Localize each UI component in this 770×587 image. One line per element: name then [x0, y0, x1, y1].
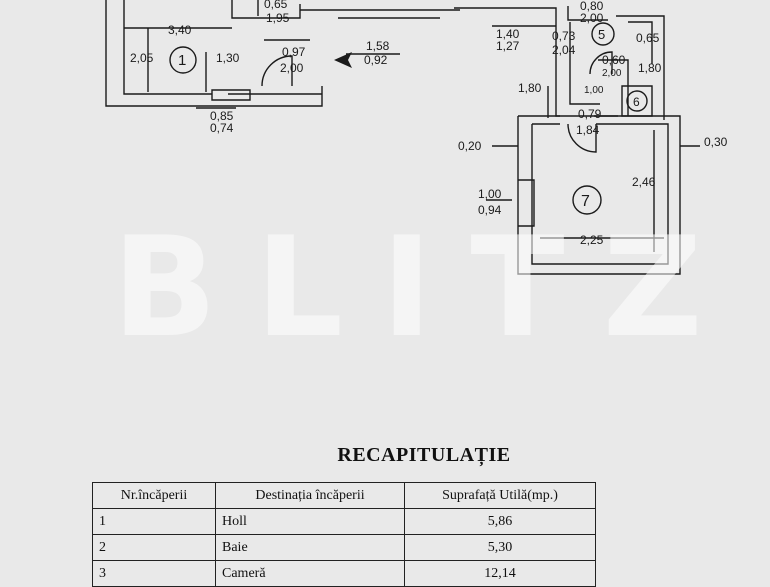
room-number-cell: 1 — [92, 508, 216, 535]
room-marker: 1 — [178, 52, 186, 69]
dimension-label: 0,60 — [602, 53, 626, 67]
dimension-label: 2,00 — [602, 68, 622, 79]
table-row: 1 Holl 5,86 — [92, 508, 596, 535]
room-marker: 5 — [598, 27, 605, 42]
wall — [628, 21, 653, 64]
dimension-label: 2,46 — [632, 175, 656, 189]
wall — [105, 0, 323, 107]
dimension-label: 1,80 — [518, 81, 542, 95]
dimension-label: 1,27 — [496, 39, 520, 53]
table-row: 3 Cameră 12,14 — [92, 560, 596, 587]
room-marker-circle — [591, 22, 615, 46]
dimension-label: 0,85 — [210, 109, 234, 123]
wall — [454, 7, 557, 20]
door-swing — [567, 123, 597, 153]
wall — [616, 15, 665, 120]
dimension-label: 0,65 — [264, 0, 288, 11]
room-marker-circle — [169, 46, 197, 74]
room-area-cell: 12,14 — [404, 560, 596, 587]
table-row: 2 Baie 5,30 — [92, 534, 596, 561]
room-marker: 7 — [581, 193, 590, 210]
recap-title: RECAPITULAȚIE — [337, 444, 511, 466]
dimension-label: 2,04 — [552, 43, 576, 57]
floor-plan-drawing: 1 5 6 7 3,40 2,05 1,30 0,65 1,95 1,58 0,… — [105, 0, 728, 275]
dimension-label: 0,65 — [636, 31, 660, 45]
wall — [517, 115, 681, 275]
dimension-label: 0,73 — [552, 29, 576, 43]
dimension-label: 0,79 — [578, 107, 602, 121]
room-purpose-cell: Holl — [215, 508, 405, 535]
recap-table: Nr.încăperii Destinația încăperii Supraf… — [92, 482, 596, 587]
wall — [518, 179, 535, 227]
dimension-label: 0,94 — [478, 203, 502, 217]
column-header: Suprafață Utilă(mp.) — [404, 482, 596, 509]
dimension-label: 0,30 — [704, 135, 728, 149]
dimension-label: 1,30 — [216, 51, 240, 65]
door-swing — [589, 51, 613, 75]
dimension-label: 0,92 — [364, 53, 388, 67]
wall — [231, 0, 301, 19]
column-header: Destinația încăperii — [215, 482, 405, 509]
dimension-label: 0,97 — [282, 45, 306, 59]
door-swing — [261, 55, 293, 87]
room-number-cell: 3 — [92, 560, 216, 587]
room-number-cell: 2 — [92, 534, 216, 561]
dimension-label: 1,40 — [496, 27, 520, 41]
room-marker-circle — [572, 185, 602, 215]
room-purpose-cell: Cameră — [215, 560, 405, 587]
dimension-label: 2,05 — [130, 51, 154, 65]
dimension-label: 1,95 — [266, 11, 290, 25]
dimension-label: 1,84 — [576, 123, 600, 137]
dimension-label: 0,74 — [210, 121, 234, 135]
dimension-label: 1,00 — [584, 85, 604, 96]
room-area-cell: 5,86 — [404, 508, 596, 535]
wall — [567, 6, 608, 21]
table-header-row: Nr.încăperii Destinația încăperii Supraf… — [92, 482, 596, 509]
dimension-label: 2,25 — [580, 233, 604, 247]
wall — [531, 123, 669, 265]
dimension-label: 3,40 — [168, 23, 192, 37]
room-marker-circle — [626, 90, 648, 112]
column-header: Nr.încăperii — [92, 482, 216, 509]
dimension-label: 1,00 — [478, 187, 502, 201]
entrance-arrow-icon — [334, 52, 352, 68]
room-marker: 6 — [633, 95, 640, 109]
dimension-label: 1,80 — [638, 61, 662, 75]
dimension-label: 2,00 — [580, 11, 604, 25]
dimension-label: 0,20 — [458, 139, 482, 153]
dimension-label: 1,58 — [366, 39, 390, 53]
dimension-label: 2,00 — [280, 61, 304, 75]
wall — [123, 0, 212, 95]
wall — [569, 22, 600, 105]
wall — [211, 89, 251, 101]
room-purpose-cell: Baie — [215, 534, 405, 561]
room-area-cell: 5,30 — [404, 534, 596, 561]
dimension-label: 0,80 — [580, 0, 604, 13]
